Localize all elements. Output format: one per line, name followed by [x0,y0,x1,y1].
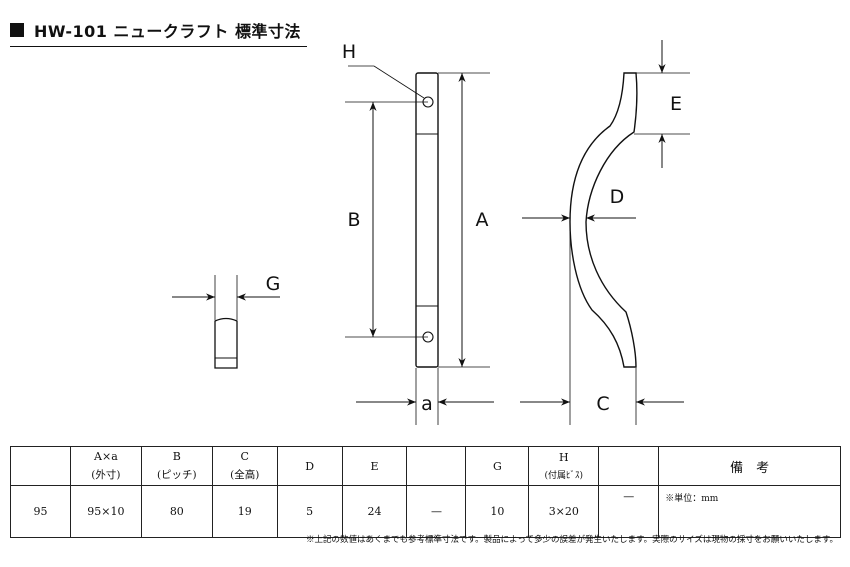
spec-table: A×a(外寸) B(ピッチ) C(全高) D E G H(付属ﾋﾞｽ) 備 考 … [10,446,841,538]
header-cell [598,446,660,486]
label-e: E [670,93,682,115]
label-d: D [610,186,625,208]
table-header-row: A×a(外寸) B(ピッチ) C(全高) D E G H(付属ﾋﾞｽ) 備 考 [10,446,841,486]
title-square-bullet [10,23,24,37]
table-cell: 5 [276,485,343,538]
table-row: 95 95×10 80 19 5 24 — 10 3×20 — ※単位：mm [10,485,841,538]
table-cell: 10 [465,485,530,538]
header-cell: G [465,446,530,486]
front-view [345,65,494,425]
footnote: ※上記の数値はあくまでも参考標準寸法です。製品によって多少の誤差が発生いたします… [305,535,838,545]
label-g: G [266,273,281,295]
label-h: H [342,41,356,63]
table-cell: 3×20 [528,485,600,538]
table-cell: — [598,485,660,538]
header-cell-remarks: 備 考 [658,446,841,486]
title-underline [10,46,308,47]
header-cell [406,446,467,486]
table-cell: — [406,485,467,538]
header-cell: B(ピッチ) [140,446,213,486]
header-cell: C(全高) [211,446,278,486]
page-title: HW-101 ニュークラフト 標準寸法 [10,18,308,47]
label-a-lower: a [421,393,433,415]
label-a-upper: A [476,209,489,231]
header-cell: H(付属ﾋﾞｽ) [528,446,600,486]
label-c: C [596,393,609,415]
profile-view [520,40,690,425]
table-cell: 19 [211,485,278,538]
table-cell: 95 [10,485,71,538]
header-cell: A×a(外寸) [69,446,142,486]
header-cell [10,446,71,486]
dimension-drawing: H B A a E D C G [172,40,690,425]
remarks-cell: ※単位：mm [658,485,841,538]
table-cell: 80 [140,485,213,538]
title-text: HW-101 ニュークラフト 標準寸法 [34,22,302,41]
header-cell: E [341,446,408,486]
label-b: B [347,209,360,231]
table-cell: 24 [341,485,408,538]
side-view [172,275,280,369]
header-cell: D [276,446,343,486]
table-cell: 95×10 [69,485,142,538]
